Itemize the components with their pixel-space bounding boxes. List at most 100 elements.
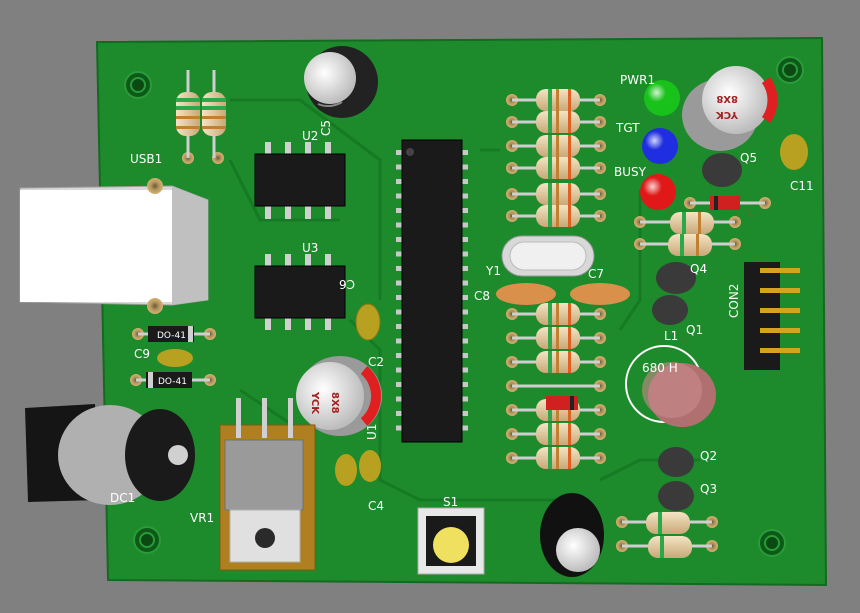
column-resistor [506, 183, 606, 205]
column-resistor [506, 380, 606, 392]
dip-pin [460, 367, 468, 373]
c9-label: C9 [134, 347, 150, 361]
u1-label: U1 [365, 424, 379, 440]
dip-pin [460, 251, 468, 257]
dip-pin [460, 353, 468, 358]
pushbutton-s1 [417, 507, 485, 575]
y1-label: Y1 [485, 264, 501, 278]
column-resistor [506, 303, 606, 325]
dip-pin [460, 193, 468, 199]
diode-left-b [130, 372, 216, 388]
c4-label: C4 [368, 499, 384, 513]
capacitor-bottom [540, 493, 604, 577]
column-resistor [506, 351, 606, 373]
column-resistor [506, 447, 606, 469]
l1-label: L1 [664, 329, 678, 343]
capacitor-c5 [304, 46, 378, 118]
dip-pin [396, 425, 404, 431]
busy-label: BUSY [614, 165, 647, 179]
dip-pin [460, 150, 468, 155]
capacitor-c11 [780, 134, 808, 170]
vr1-label: VR1 [190, 511, 214, 525]
regulator-vr1 [219, 398, 316, 571]
dip-pin [460, 237, 468, 242]
dip-pin [460, 222, 468, 228]
dc1-label: DC1 [110, 491, 135, 505]
q2-label: Q2 [700, 449, 717, 463]
dip-pin [460, 338, 468, 344]
s1-label: S1 [443, 495, 458, 509]
u2-label: U2 [302, 129, 318, 143]
dip-pin [460, 208, 468, 213]
column-resistor [506, 89, 606, 111]
mounting-holes [124, 56, 804, 557]
c8-label: C8 [474, 289, 490, 303]
dip-pin [396, 353, 404, 358]
capacitor-u1-area: 8X8 YCK [296, 356, 382, 436]
con2-label: CON2 [727, 284, 741, 318]
q5-label: Q5 [740, 151, 757, 165]
dip-pin [396, 324, 404, 329]
column-resistor [506, 157, 606, 179]
dip-pin [396, 396, 404, 402]
diode-small [546, 396, 578, 410]
dip-pin [460, 164, 468, 170]
resistor-bottom-b [616, 536, 718, 558]
dip-pin [396, 338, 404, 344]
tgt-label: TGT [615, 121, 640, 135]
dip-pin [396, 208, 404, 213]
diode-q5 [684, 196, 771, 210]
c7-label: C7 [588, 267, 604, 281]
dip-pin [396, 280, 404, 286]
dip-pin [460, 396, 468, 402]
resistor-usb-a [176, 70, 200, 164]
inductor-l1 [625, 345, 716, 427]
dip-pin [396, 222, 404, 228]
c11-label: C11 [790, 179, 814, 193]
dip-pin [460, 179, 468, 184]
pwr1-label: PWR1 [620, 73, 655, 87]
header-con2 [744, 262, 800, 370]
dip-pin [396, 193, 404, 199]
dip-pin [460, 411, 468, 416]
diode-left-a [132, 326, 216, 342]
column-resistor [506, 423, 606, 445]
resistor-column [506, 89, 606, 469]
dip-pin [396, 367, 404, 373]
cap-right-text-a: 8X8 [716, 93, 738, 104]
resistor-usb-b [202, 70, 226, 164]
dip-pin [460, 295, 468, 300]
dip-pin [396, 309, 404, 315]
transistor-q5 [702, 153, 742, 187]
resistor-bottom-a [616, 512, 718, 534]
chip-u3 [254, 254, 346, 330]
usb-pads [147, 178, 163, 314]
cap-left-text-a: 8X8 [329, 392, 340, 414]
dip-pin [460, 266, 468, 271]
dip-pin [460, 280, 468, 286]
dc-jack [25, 404, 195, 505]
chip-mcu-dip40 [396, 139, 468, 443]
c2-label: C2 [368, 355, 384, 369]
transistor-q1 [652, 295, 688, 325]
resistor-q4-b [634, 234, 741, 256]
dip-pin [396, 266, 404, 271]
chip-u2 [254, 142, 346, 219]
u3-label: U3 [302, 241, 318, 255]
dip-pin [460, 309, 468, 315]
column-resistor [506, 111, 606, 133]
do41-label-b: DO-41 [158, 377, 187, 387]
led-tgt [642, 128, 678, 164]
crystal-y1 [501, 235, 595, 277]
column-resistor [506, 327, 606, 349]
capacitor-c9 [157, 349, 193, 367]
c5-label: C5 [319, 120, 333, 136]
dip-pin [396, 164, 404, 170]
resistor-q4-a [634, 212, 741, 234]
q3-label: Q3 [700, 482, 717, 496]
capacitor-c4 [335, 450, 381, 486]
dip-pin [396, 150, 404, 155]
column-resistor [506, 135, 606, 157]
